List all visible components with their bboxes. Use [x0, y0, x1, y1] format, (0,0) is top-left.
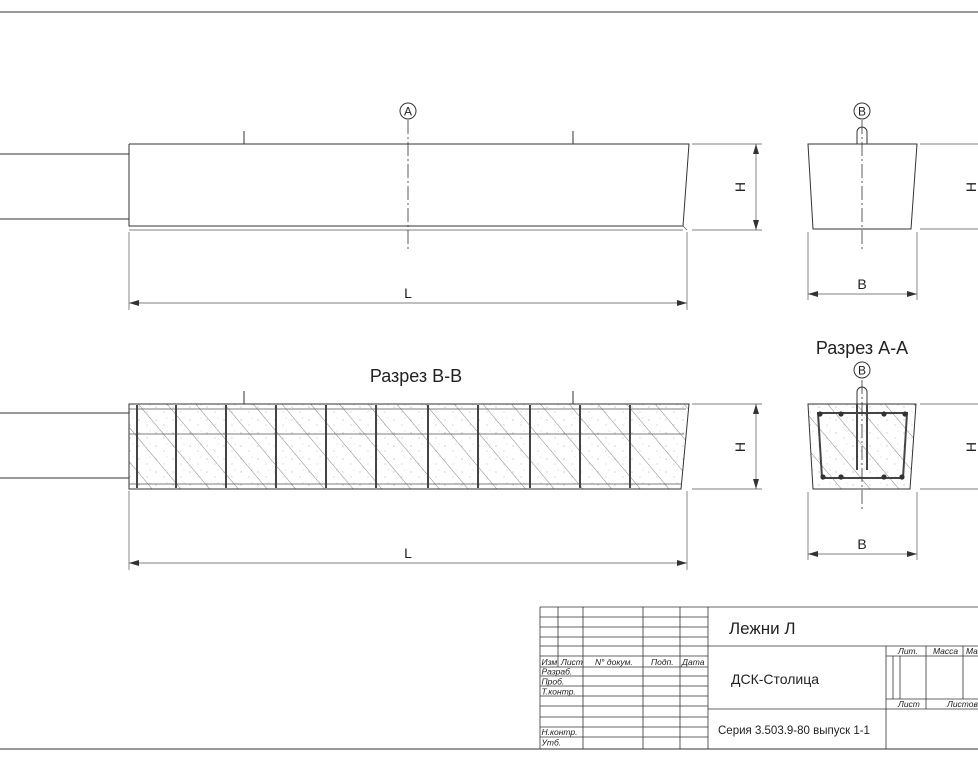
role-check: Проб. — [542, 677, 565, 687]
front-length-label: L — [404, 285, 412, 301]
organization: ДСК-Столица — [731, 671, 819, 687]
role-ncontrol: Н.контр. — [542, 727, 578, 737]
bb-length-label: L — [404, 545, 412, 561]
header-list: Лист — [560, 657, 583, 667]
front-view: A H L — [0, 102, 762, 310]
side-height-label: H — [963, 182, 978, 192]
side-axis-label: B — [858, 105, 866, 119]
mass-label: Масса — [933, 646, 958, 656]
bb-height-label: H — [732, 442, 748, 452]
product-name: Лежни Л — [729, 619, 796, 638]
header-sign: Подп. — [651, 657, 674, 667]
role-dev: Разраб. — [542, 667, 573, 677]
role-tcontrol: Т.контр. — [542, 687, 576, 697]
section-bb-title: Разрез B-B — [370, 366, 462, 386]
sheet-label: Лист — [897, 699, 920, 709]
side-view: B H B — [807, 102, 978, 300]
side-width-label: B — [857, 276, 866, 292]
lit-label: Лит. — [897, 646, 918, 656]
front-height-label: H — [732, 182, 748, 192]
aa-width-label: B — [857, 536, 866, 552]
section-aa-title: Разрез А-А — [816, 338, 908, 358]
series: Серия 3.503.9-80 выпуск 1-1 — [718, 725, 870, 737]
section-axis-label: B — [858, 364, 866, 378]
aa-height-label: H — [963, 442, 978, 452]
aa-rebar-dots — [817, 411, 908, 480]
header-izm: Изм — [542, 657, 558, 667]
scale-label: Ма — [966, 646, 978, 656]
sheets-label: Листов — [946, 699, 978, 709]
header-date: Дата — [681, 657, 705, 667]
bb-stirrups — [136, 405, 631, 488]
sheet-frame — [0, 11, 978, 750]
role-approve: Утб. — [541, 738, 562, 748]
section-aa: Разрез А-А B H — [807, 338, 978, 560]
header-doc: N° докум. — [595, 657, 633, 667]
title-block: Изм Лист N° докум. Подп. Дата Разраб. Пр… — [539, 606, 978, 749]
section-bb: Разрез B-B — [0, 366, 762, 570]
front-axis-label: A — [404, 105, 412, 119]
